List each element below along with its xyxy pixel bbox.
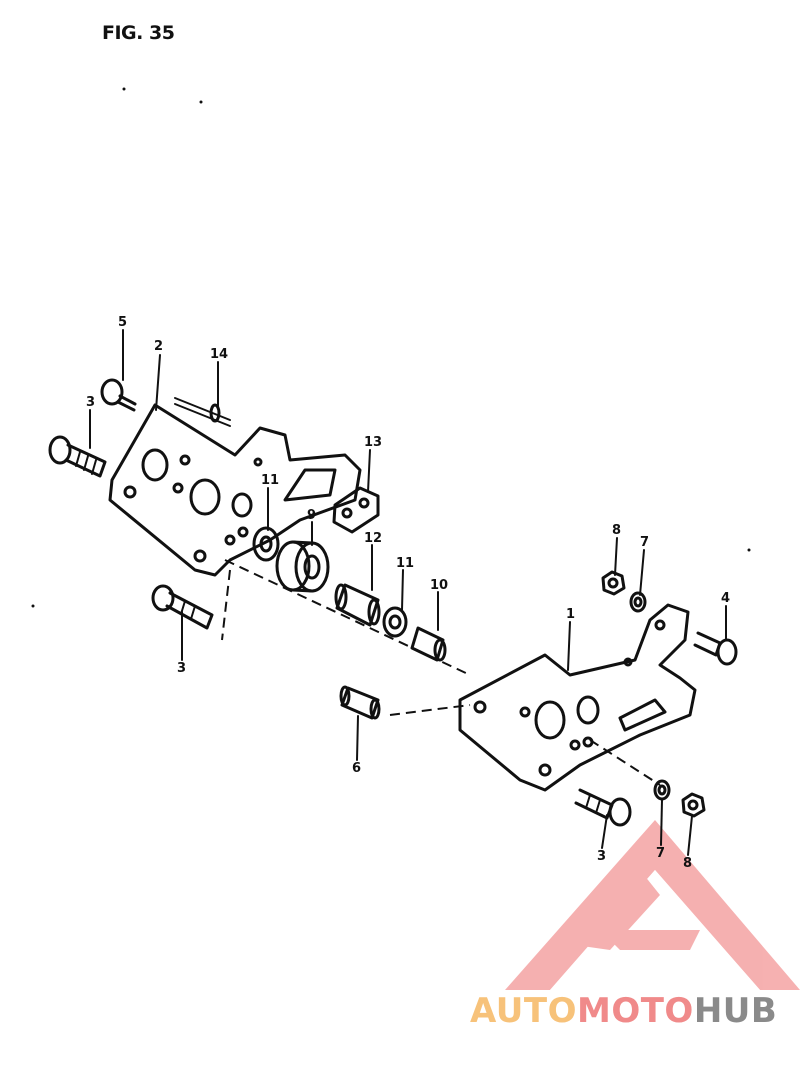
stud-part-14 — [174, 397, 231, 427]
watermark-hub: HUB — [694, 991, 777, 1031]
callout-11-right: 11 — [396, 556, 414, 571]
callout-labels: 5 2 14 3 13 11 9 12 11 10 3 1 8 7 4 6 3 … — [86, 315, 730, 871]
assembly-lines — [221, 559, 661, 786]
callout-3-lower-right: 3 — [597, 849, 606, 864]
callout-11-left: 11 — [261, 473, 279, 488]
plate-part-13 — [332, 486, 380, 534]
bolt-part-5 — [100, 378, 137, 412]
washer-part-7-upper — [629, 591, 647, 613]
callout-9: 9 — [307, 508, 316, 523]
callout-8-lower: 8 — [683, 856, 692, 871]
callout-3-upper-left: 3 — [86, 395, 95, 410]
bolt-part-3-upper-left — [48, 435, 107, 478]
bushing-part-10 — [410, 626, 447, 662]
watermark-auto: AUTO — [470, 991, 577, 1031]
callout-2: 2 — [154, 339, 163, 354]
assembly-line-collar — [389, 704, 471, 716]
assembly-line-left — [221, 569, 231, 641]
washer-part-11-right — [382, 606, 408, 638]
callout-1: 1 — [566, 607, 575, 622]
figure-title: FIG. 35 — [102, 22, 175, 44]
watermark-logo-icon — [505, 820, 800, 990]
callout-13: 13 — [364, 435, 382, 450]
callout-8-upper: 8 — [612, 523, 621, 538]
callout-7-upper: 7 — [640, 535, 649, 550]
sleeve-part-12 — [334, 583, 381, 627]
assembly-line-right — [589, 739, 661, 786]
scan-specks — [31, 87, 751, 608]
left-bracket — [108, 403, 362, 577]
nut-part-8-lower — [681, 792, 706, 818]
callout-4: 4 — [721, 591, 730, 606]
collar-part-6 — [339, 685, 381, 720]
callout-10: 10 — [430, 578, 448, 593]
callout-12: 12 — [364, 531, 382, 546]
callout-6: 6 — [352, 761, 361, 776]
bolt-part-4 — [693, 631, 738, 666]
bolt-part-3-lower-right — [574, 788, 632, 827]
callout-7-lower: 7 — [656, 846, 665, 861]
washer-part-7-lower — [653, 779, 671, 801]
watermark-moto: MOTO — [577, 991, 694, 1031]
watermark-text: AUTOMOTOHUB — [470, 991, 777, 1031]
callout-14: 14 — [210, 347, 228, 362]
rubber-mount-part-9 — [275, 540, 330, 593]
leader-lines — [89, 329, 727, 856]
washer-part-11-left — [252, 526, 280, 562]
nut-part-8-upper — [601, 570, 626, 596]
right-bracket — [458, 603, 697, 792]
callout-5: 5 — [118, 315, 127, 330]
callout-3-lower-left: 3 — [177, 661, 186, 676]
